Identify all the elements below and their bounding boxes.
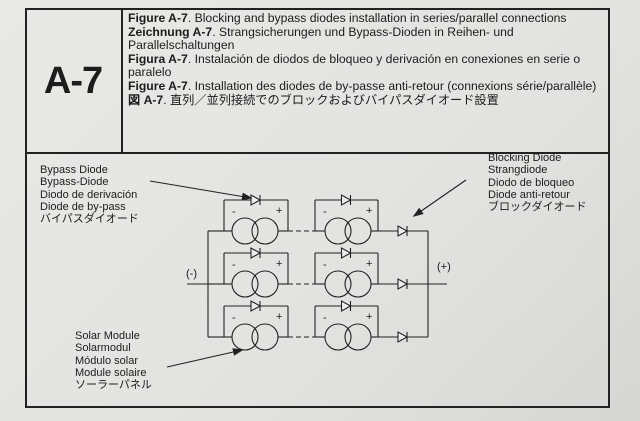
blocking-diode-label: Blocking Diode Strangdiode Diodo de bloq…: [488, 152, 587, 213]
pointer-arrow: [166, 349, 243, 368]
plus-sign: +: [366, 258, 372, 270]
solar-module-icon: [231, 270, 259, 298]
label-line: ブロックダイオード: [488, 201, 587, 214]
solar-module-icon: [231, 323, 259, 351]
figure-frame: [25, 8, 610, 408]
caption-prefix: 図 A-7: [128, 92, 164, 107]
bypass-diode-label: Bypass Diode Bypass-Diode Diodo de deriv…: [40, 164, 139, 225]
caption-text: . 直列／並列接続でのブロックおよびバイパスダイオード設置: [163, 92, 499, 107]
label-line: Solarmodul: [75, 342, 131, 355]
label-line: バイパスダイオード: [40, 213, 139, 226]
label-line: Bypass Diode: [40, 164, 108, 176]
solar-module-icon: [251, 270, 279, 298]
label-line: Diodo de derivación: [40, 188, 138, 201]
bypass-diode-icon: [250, 247, 262, 259]
solar-module-icon: [324, 217, 352, 245]
figure-captions: Figure A-7. Blocking and bypass diodes i…: [128, 11, 608, 108]
bypass-diode-icon: [340, 247, 352, 259]
bypass-diode-icon: [250, 300, 262, 312]
blocking-diode-icon: [397, 225, 409, 237]
solar-module-icon: [251, 323, 279, 351]
label-line: Diode de by-pass: [40, 200, 126, 213]
label-line: Blocking Diode: [488, 152, 562, 164]
figure-header: [25, 8, 610, 154]
solar-module-icon: [324, 270, 352, 298]
pointer-arrow: [149, 180, 252, 199]
figure-id: A-7: [43, 59, 103, 102]
caption-de: Zeichnung A-7. Strangsicherungen und Byp…: [128, 24, 608, 53]
caption-fr: Figure A-7. Installation des diodes de b…: [128, 78, 608, 94]
caption-text: . Installation des diodes de by-passe an…: [187, 78, 597, 93]
figure-id-cell: A-7: [25, 8, 123, 154]
bypass-diode-icon: [340, 300, 352, 312]
caption-prefix: Figura A-7: [128, 51, 188, 66]
minus-sign: -: [232, 259, 236, 271]
caption-ja: 図 A-7. 直列／並列接続でのブロックおよびバイパスダイオード設置: [128, 92, 608, 108]
caption-prefix: Figure A-7: [128, 11, 188, 25]
pointer-arrow: [413, 179, 467, 217]
solar-module-icon: [251, 217, 279, 245]
arrowhead-icon: [412, 207, 424, 217]
plus-sign: +: [276, 311, 282, 323]
label-line: Bypass-Diode: [40, 176, 109, 189]
bypass-diode-icon: [340, 194, 352, 206]
label-line: ソーラーパネル: [75, 379, 152, 392]
caption-prefix: Zeichnung A-7: [128, 24, 213, 39]
caption-text: . Strangsicherungen und Bypass-Dioden in…: [128, 24, 514, 53]
label-line: Diode anti-retour: [488, 188, 570, 201]
solar-module-label: Solar Module Solarmodul Módulo solar Mod…: [75, 330, 152, 391]
solar-module-icon: [344, 217, 372, 245]
caption-prefix: Figure A-7: [128, 78, 188, 93]
label-line: Solar Module: [75, 330, 140, 342]
minus-sign: -: [323, 312, 327, 324]
negative-terminal-label: (-): [186, 268, 197, 280]
positive-terminal-label: (+): [437, 261, 451, 273]
minus-sign: -: [232, 206, 236, 218]
caption-text: . Blocking and bypass diodes installatio…: [187, 11, 567, 25]
arrowhead-icon: [241, 192, 253, 201]
bypass-diode-icon: [250, 194, 262, 206]
label-line: Módulo solar: [75, 354, 138, 367]
blocking-diode-icon: [397, 331, 409, 343]
plus-sign: +: [366, 205, 372, 217]
solar-module-icon: [231, 217, 259, 245]
caption-es: Figura A-7. Instalación de diodos de blo…: [128, 51, 608, 80]
solar-module-icon: [344, 270, 372, 298]
label-line: Diodo de bloqueo: [488, 176, 575, 189]
caption-text: . Instalación de diodos de bloqueo y der…: [128, 51, 581, 80]
label-line: Module solaire: [75, 366, 147, 379]
minus-sign: -: [232, 312, 236, 324]
minus-sign: -: [323, 206, 327, 218]
solar-module-icon: [344, 323, 372, 351]
minus-sign: -: [323, 259, 327, 271]
caption-en: Figure A-7. Blocking and bypass diodes i…: [128, 11, 608, 26]
arrowhead-icon: [232, 348, 244, 356]
solar-module-icon: [324, 323, 352, 351]
plus-sign: +: [276, 205, 282, 217]
plus-sign: +: [276, 258, 282, 270]
blocking-diode-icon: [397, 278, 409, 290]
plus-sign: +: [366, 311, 372, 323]
label-line: Strangdiode: [488, 164, 548, 177]
